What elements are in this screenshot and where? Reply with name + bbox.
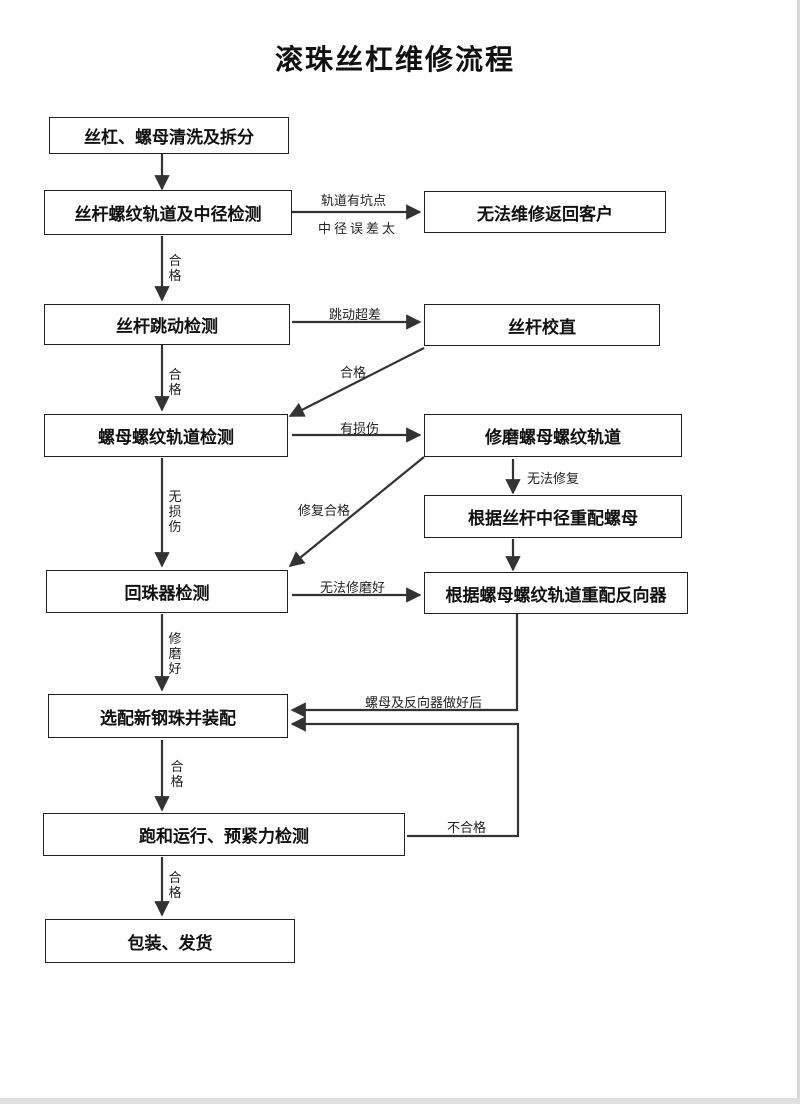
scan-edge-bottom — [0, 1098, 800, 1104]
box-clean-disassemble: 丝杠、螺母清洗及拆分 — [49, 117, 289, 154]
box-rematch-reverser: 根据螺母螺纹轨道重配反向器 — [424, 572, 688, 614]
label-pass-straighten: 合格 — [340, 366, 367, 381]
label-diameter-error: 中径误差太 — [318, 222, 399, 237]
arrow-b5-b6 — [288, 347, 425, 417]
box-grind-nut-thread: 修磨螺母螺纹轨道 — [424, 414, 682, 457]
box-return-device-check: 回珠器检测 — [46, 570, 288, 613]
box-runout-check: 丝杆跳动检测 — [44, 304, 290, 345]
label-repair-pass: 修复合格 — [298, 504, 351, 519]
box-new-balls-assemble: 选配新钢珠并装配 — [48, 694, 288, 738]
arrow-b10-b11 — [290, 614, 519, 718]
box-screw-thread-check: 丝杆螺纹轨道及中径检测 — [44, 190, 292, 235]
label-pass-3: 合格 — [170, 760, 184, 790]
label-runout-exceed: 跳动超差 — [329, 308, 382, 323]
arrow-b7-b9 — [288, 456, 425, 567]
label-fail: 不合格 — [447, 821, 487, 836]
label-cannot-repair: 无法修复 — [527, 472, 580, 487]
scan-edge-right — [797, 0, 800, 1104]
label-pass-4: 合格 — [168, 871, 182, 901]
arrow-b12-b11-fail — [290, 716, 520, 838]
label-pass-1: 合格 — [168, 254, 182, 284]
label-nut-reverser-done: 螺母及反向器做好后 — [365, 696, 483, 711]
box-nut-thread-check: 螺母螺纹轨道检测 — [44, 414, 288, 457]
label-ground-ok: 修磨好 — [168, 632, 182, 677]
label-pass-2: 合格 — [168, 368, 182, 398]
label-damaged: 有损伤 — [340, 422, 380, 437]
box-pack-ship: 包装、发货 — [45, 919, 295, 963]
box-rematch-nut: 根据丝杆中径重配螺母 — [424, 495, 682, 538]
label-track-pit: 轨道有坑点 — [321, 194, 387, 209]
label-no-damage: 无损伤 — [168, 490, 182, 535]
box-run-preload-check: 跑和运行、预紧力检测 — [43, 813, 405, 856]
page-title: 滚珠丝杠维修流程 — [274, 43, 515, 76]
box-return-customer: 无法维修返回客户 — [424, 191, 666, 233]
box-straighten: 丝杆校直 — [424, 304, 660, 346]
label-cannot-grind: 无法修磨好 — [320, 581, 386, 596]
